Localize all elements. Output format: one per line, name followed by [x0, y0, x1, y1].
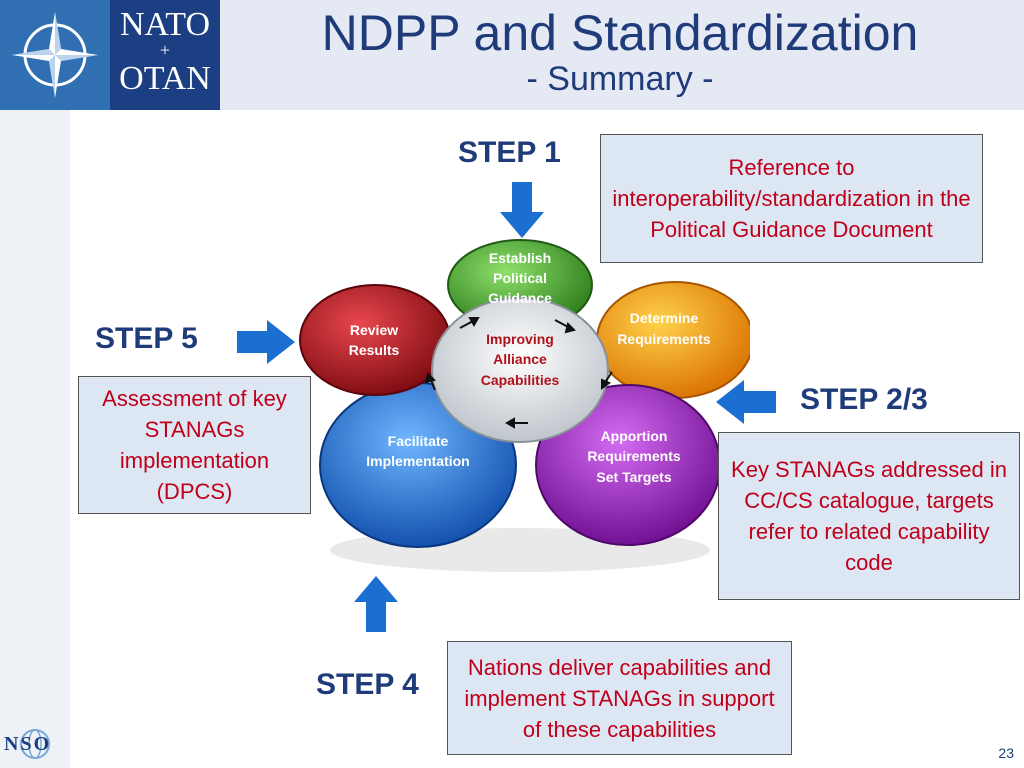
- logo-top-text: NATO: [119, 6, 211, 43]
- petal-review-line2: Results: [349, 342, 400, 358]
- page-subtitle: - Summary -: [526, 60, 714, 98]
- petal-facilitate-line2: Implementation: [366, 453, 469, 469]
- compass-star-icon: [12, 12, 98, 98]
- step23-note-box: Key STANAGs addressed in CC/CS catalogue…: [718, 432, 1020, 600]
- center-label-line1: Improving: [486, 331, 554, 347]
- center-label-line3: Capabilities: [481, 372, 560, 388]
- petal-apportion-line1: Apportion: [601, 428, 668, 444]
- step5-right-arrow-icon: [237, 320, 295, 364]
- step23-label: STEP 2/3: [800, 383, 928, 416]
- step23-left-arrow-icon: [716, 380, 776, 424]
- petal-determine-line2: Requirements: [617, 331, 711, 347]
- step1-label: STEP 1: [458, 136, 561, 169]
- page-number: 23: [998, 745, 1014, 761]
- left-decorative-strip: [0, 110, 70, 768]
- step4-note-box: Nations deliver capabilities and impleme…: [447, 641, 792, 755]
- capability-cycle-diagram: Establish Political Guidance Determine R…: [299, 239, 750, 572]
- nso-logo-text: NSO: [4, 733, 52, 755]
- petal-determine-line1: Determine: [630, 310, 699, 326]
- step4-up-arrow-icon: [354, 576, 398, 632]
- step5-label: STEP 5: [95, 322, 198, 355]
- nato-compass-logo: [0, 0, 110, 110]
- page-title: NDPP and Standardization: [321, 5, 919, 61]
- petal-review-line1: Review: [350, 322, 398, 338]
- step1-down-arrow-icon: [500, 182, 544, 238]
- logo-separator: +: [159, 40, 171, 60]
- cycle-arrows: [424, 317, 613, 429]
- petal-apportion-line2: Requirements: [587, 448, 681, 464]
- step4-label: STEP 4: [316, 668, 419, 701]
- petal-establish-line1: Establish: [489, 250, 551, 266]
- petal-apportion-line3: Set Targets: [596, 469, 671, 485]
- step5-note-box: Assessment of key STANAGs implementation…: [78, 376, 311, 514]
- nso-globe-icon: [20, 729, 50, 759]
- center-hub: [431, 297, 609, 443]
- center-label-line2: Alliance: [493, 351, 547, 367]
- petal-establish-line2: Political: [493, 270, 547, 286]
- logo-bottom-text: OTAN: [119, 60, 211, 97]
- petal-establish-line3: Guidance: [488, 290, 552, 306]
- nato-wordmark: NATO + OTAN: [110, 0, 220, 110]
- step1-note-box: Reference to interoperability/standardiz…: [600, 134, 983, 263]
- petal-facilitate-line1: Facilitate: [388, 433, 449, 449]
